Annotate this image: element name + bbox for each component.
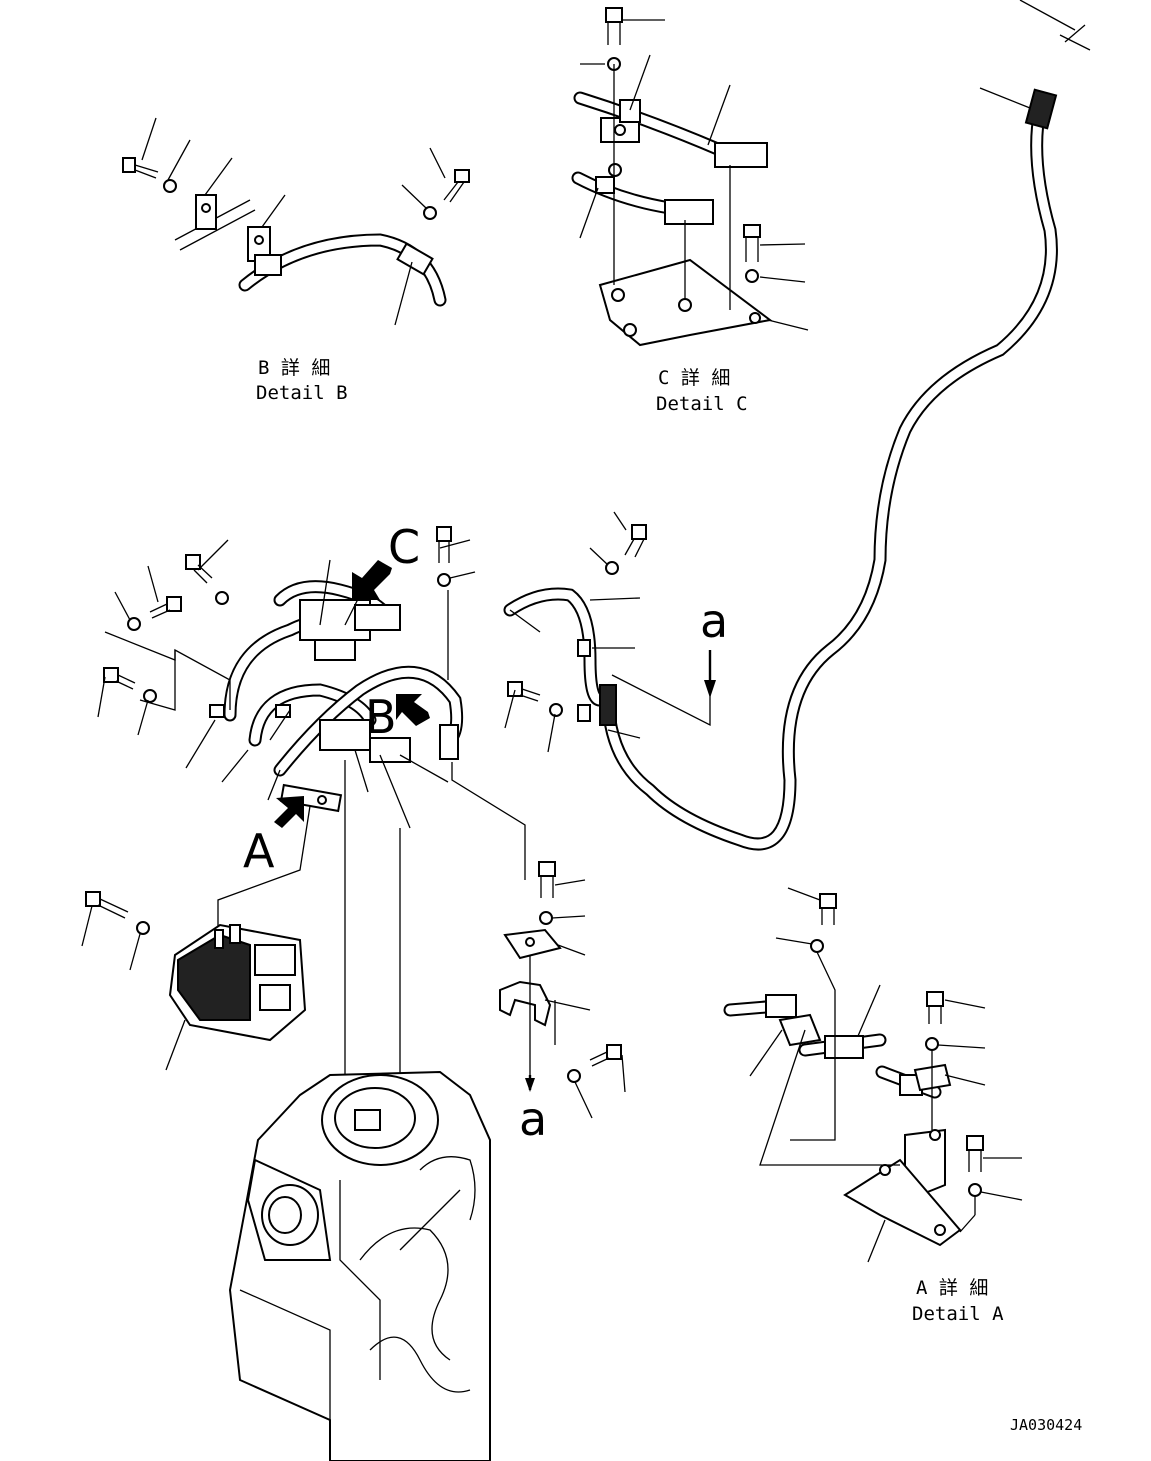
washer-icon xyxy=(437,573,451,587)
drawing-number: JA030424 xyxy=(1010,1416,1082,1434)
washer-icon xyxy=(423,206,437,220)
washer-icon xyxy=(745,269,759,283)
view-marker-c: C xyxy=(388,520,420,574)
bolt-icon xyxy=(605,7,623,45)
bolt-icon xyxy=(538,861,556,898)
view-markers: C B A a a xyxy=(243,520,728,1146)
lower-bracket-assembly xyxy=(499,861,626,1119)
detail-b-label-en: Detail B xyxy=(256,382,348,404)
washer-icon xyxy=(136,921,150,935)
washer-icon xyxy=(127,617,141,631)
bolt-icon xyxy=(122,157,159,179)
relay-box xyxy=(81,891,307,1071)
main-harness-assembly xyxy=(97,511,711,1080)
transmission-housing xyxy=(228,1070,491,1461)
long-cable xyxy=(601,0,1091,851)
view-arrow-b-icon xyxy=(396,694,430,726)
bolt-icon xyxy=(743,224,761,262)
washer-icon xyxy=(605,561,619,575)
section-mark-top: a xyxy=(700,594,728,648)
section-mark-bottom: a xyxy=(519,1092,547,1146)
bolt-icon xyxy=(443,169,470,203)
washer-icon xyxy=(163,179,177,193)
washer-icon xyxy=(143,689,157,703)
detail-c-label-en: Detail C xyxy=(656,393,748,415)
view-arrow-c-icon xyxy=(352,560,392,600)
bolt-icon xyxy=(624,524,647,558)
view-arrow-a-icon xyxy=(274,796,304,828)
detail-a-label-jp: A 詳 細 xyxy=(916,1277,988,1299)
bolt-icon xyxy=(436,526,452,563)
detail-b-label-jp: B 詳 細 xyxy=(258,357,330,379)
bolt-icon xyxy=(926,991,944,1024)
detail-a-label-en: Detail A xyxy=(912,1303,1004,1325)
washer-icon xyxy=(810,939,824,953)
detail-c-drawing: C 詳 細 Detail C xyxy=(571,7,809,415)
bolt-icon xyxy=(85,891,129,919)
bolt-icon xyxy=(149,596,182,619)
view-marker-b: B xyxy=(365,690,397,744)
view-marker-a: A xyxy=(243,824,275,878)
bolt-icon xyxy=(507,681,541,702)
bolt-icon xyxy=(589,1044,622,1067)
washer-icon xyxy=(549,703,563,717)
washer-icon xyxy=(539,911,553,925)
detail-b-drawing: B 詳 細 Detail B xyxy=(122,117,470,404)
detail-c-label-jp: C 詳 細 xyxy=(658,367,730,389)
bolt-icon xyxy=(966,1135,984,1172)
bolt-icon xyxy=(103,667,136,690)
washer-icon xyxy=(925,1037,939,1051)
detail-a-drawing: A 詳 細 Detail A xyxy=(723,887,1023,1325)
section-arrow-icon xyxy=(704,680,716,698)
bolt-icon xyxy=(819,893,837,925)
washer-icon xyxy=(215,591,229,605)
washer-icon xyxy=(567,1069,581,1083)
washer-icon xyxy=(968,1183,982,1197)
